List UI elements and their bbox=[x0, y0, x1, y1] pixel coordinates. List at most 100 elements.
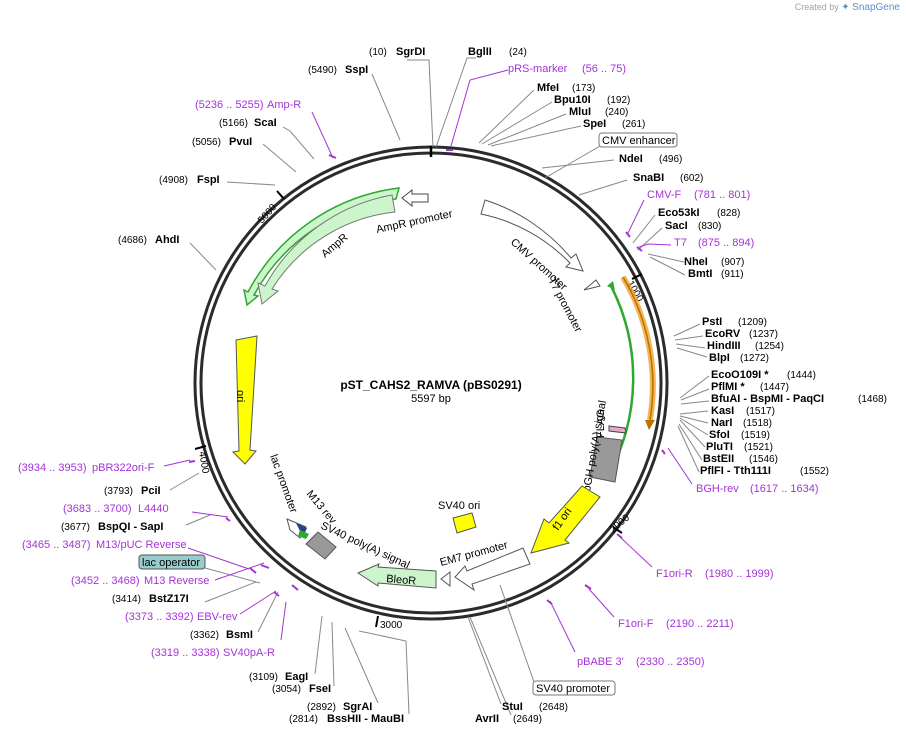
primer-range-m13-reverse: (3452 .. 3468) bbox=[71, 575, 140, 587]
credit-brand: SnapGene bbox=[852, 2, 900, 13]
primer-range-pbr322ori-f: (3934 .. 3953) bbox=[18, 462, 87, 474]
primer-name-pbr322ori-f: pBR322ori-F bbox=[92, 462, 155, 474]
site-pos-snabi: (602) bbox=[680, 173, 703, 184]
site-name-scai: ScaI bbox=[254, 117, 277, 129]
sv40-ori-box[interactable] bbox=[452, 512, 477, 534]
cmv-promoter-arrow[interactable] bbox=[480, 199, 584, 272]
site-name-bmti: BmtI bbox=[688, 268, 712, 280]
site-pos-sgrdi: (10) bbox=[369, 47, 387, 58]
site-pos-ahdi: (4686) bbox=[118, 235, 147, 246]
site-name-ecoo109i: EcoO109I * bbox=[711, 369, 769, 381]
sv40-ori-label: SV40 ori bbox=[438, 500, 480, 512]
site-pos-eagi: (3109) bbox=[249, 672, 278, 683]
site-pos-bmti: (911) bbox=[721, 269, 744, 280]
site-pos-mfei: (173) bbox=[572, 83, 595, 94]
em7-small-arrow bbox=[440, 570, 451, 588]
primer-name-pbabe-3: pBABE 3' bbox=[577, 656, 624, 668]
sv40-promoter-box[interactable] bbox=[532, 680, 616, 696]
primer-markers bbox=[188, 149, 666, 605]
primer-range-l4440: (3683 .. 3700) bbox=[63, 503, 132, 515]
bleor-arrow[interactable] bbox=[356, 563, 437, 589]
primer-name-amp-r: Amp-R bbox=[267, 99, 301, 111]
site-pos-scai: (5166) bbox=[219, 118, 248, 129]
site-pos-sgrai: (2892) bbox=[307, 702, 336, 713]
site-name-ahdi: AhdI bbox=[155, 234, 179, 246]
site-name-psti: PstI bbox=[702, 316, 722, 328]
site-pos-pvui: (5056) bbox=[192, 137, 221, 148]
site-name-bsshii: BssHII - MauBI bbox=[327, 713, 404, 725]
site-name-bpu10i: Bpu10I bbox=[554, 94, 591, 106]
bgh-polya-box[interactable] bbox=[589, 436, 623, 483]
cmv-enhancer-box[interactable] bbox=[598, 132, 678, 148]
site-pos-hindiii: (1254) bbox=[755, 341, 784, 352]
primer-range-pbabe-3: (2330 .. 2350) bbox=[636, 656, 705, 668]
site-pos-pflmi: (1447) bbox=[760, 382, 789, 393]
site-pos-spei: (261) bbox=[622, 119, 645, 130]
site-name-eco53ki: Eco53kI bbox=[658, 207, 700, 219]
site-name-pcii: PciI bbox=[141, 485, 161, 497]
site-pos-sspi: (5490) bbox=[308, 65, 337, 76]
site-name-blpi: BlpI bbox=[709, 352, 730, 364]
site-pos-bspqi: (3677) bbox=[61, 522, 90, 533]
site-pos-ecorv: (1237) bbox=[749, 329, 778, 340]
site-pos-bsmi: (3362) bbox=[190, 630, 219, 641]
site-pos-sfoi: (1519) bbox=[741, 430, 770, 441]
site-name-fsei: FseI bbox=[309, 683, 331, 695]
site-pos-bglii: (24) bbox=[509, 47, 527, 58]
lac-operator-box[interactable] bbox=[138, 554, 206, 570]
site-name-hindiii: HindIII bbox=[707, 340, 741, 352]
cmv-enhancer-label: CMV enhancer bbox=[602, 135, 676, 147]
site-name-sfoi: SfoI bbox=[709, 429, 730, 441]
tick-marks bbox=[194, 146, 643, 628]
primer-name-m13-puc-reverse: M13/pUC Reverse bbox=[96, 539, 186, 551]
site-name-eagi: EagI bbox=[285, 671, 308, 683]
primer-range-f1ori-r: (1980 .. 1999) bbox=[705, 568, 774, 580]
snapgene-logo-icon: ✦ bbox=[841, 2, 850, 13]
site-name-bglii: BglII bbox=[468, 46, 492, 58]
primer-range-prs-marker: (56 .. 75) bbox=[582, 63, 626, 75]
flag-box[interactable] bbox=[608, 425, 627, 434]
em7-promoter-arrow[interactable] bbox=[454, 547, 531, 592]
primer-range-ebv-rev: (3373 .. 3392) bbox=[125, 611, 194, 623]
site-pos-eco53ki: (828) bbox=[717, 208, 740, 219]
ori-arrow[interactable] bbox=[231, 335, 258, 465]
primer-name-prs-marker: pRS-marker bbox=[508, 63, 568, 75]
site-pos-psti: (1209) bbox=[738, 317, 767, 328]
sv40-polya-box[interactable] bbox=[305, 531, 337, 560]
lac-promoter-label: lac promoter bbox=[267, 453, 299, 515]
site-name-bsteii: BstEII bbox=[703, 453, 734, 465]
site-name-pluti: PluTI bbox=[706, 441, 733, 453]
site-name-fspi: FspI bbox=[197, 174, 220, 186]
site-name-bspqi: BspQI - SapI bbox=[98, 521, 163, 533]
m13-rev-block bbox=[298, 530, 309, 539]
site-pos-fsei: (3054) bbox=[272, 684, 301, 695]
site-name-bfuai: BfuAI - BspMI - PaqCI bbox=[711, 393, 824, 405]
insert-green-arrowhead bbox=[607, 281, 615, 290]
site-pos-avrii: (2649) bbox=[513, 714, 542, 725]
site-pos-ecoo109i: (1444) bbox=[787, 370, 816, 381]
site-name-saci: SacI bbox=[665, 220, 688, 232]
credit-prefix: Created by bbox=[794, 2, 839, 12]
site-pos-blpi: (1272) bbox=[740, 353, 769, 364]
site-name-ndei: NdeI bbox=[619, 153, 643, 165]
t7-promoter-arrow[interactable] bbox=[583, 279, 601, 291]
primer-range-amp-r: (5236 .. 5255) bbox=[195, 99, 264, 111]
snapgene-credit: Created by ✦ SnapGene bbox=[795, 2, 900, 13]
flag-label: FLAG bbox=[595, 409, 607, 438]
ampr-arrow[interactable] bbox=[257, 194, 396, 305]
site-name-mfei: MfeI bbox=[537, 82, 559, 94]
f1-ori-arrow[interactable] bbox=[530, 485, 601, 554]
cmv-enhancer-leader bbox=[544, 145, 601, 179]
site-name-kasi: KasI bbox=[711, 405, 734, 417]
primer-leaders bbox=[163, 69, 693, 653]
site-name-sgrai: SgrAI bbox=[343, 701, 372, 713]
site-pos-bfuai: (1468) bbox=[858, 394, 887, 405]
site-name-sspi: SspI bbox=[345, 64, 368, 76]
site-name-stui: StuI bbox=[502, 701, 523, 713]
sv40-promoter-label: SV40 promoter bbox=[536, 683, 610, 695]
plasmid-name: pST_CAHS2_RAMVA (pBS0291) bbox=[340, 378, 521, 392]
site-pos-bsteii: (1546) bbox=[749, 454, 778, 465]
site-name-nari: NarI bbox=[711, 417, 732, 429]
site-name-bsmi: BsmI bbox=[226, 629, 253, 641]
ampr-promoter-arrow[interactable] bbox=[401, 188, 429, 208]
